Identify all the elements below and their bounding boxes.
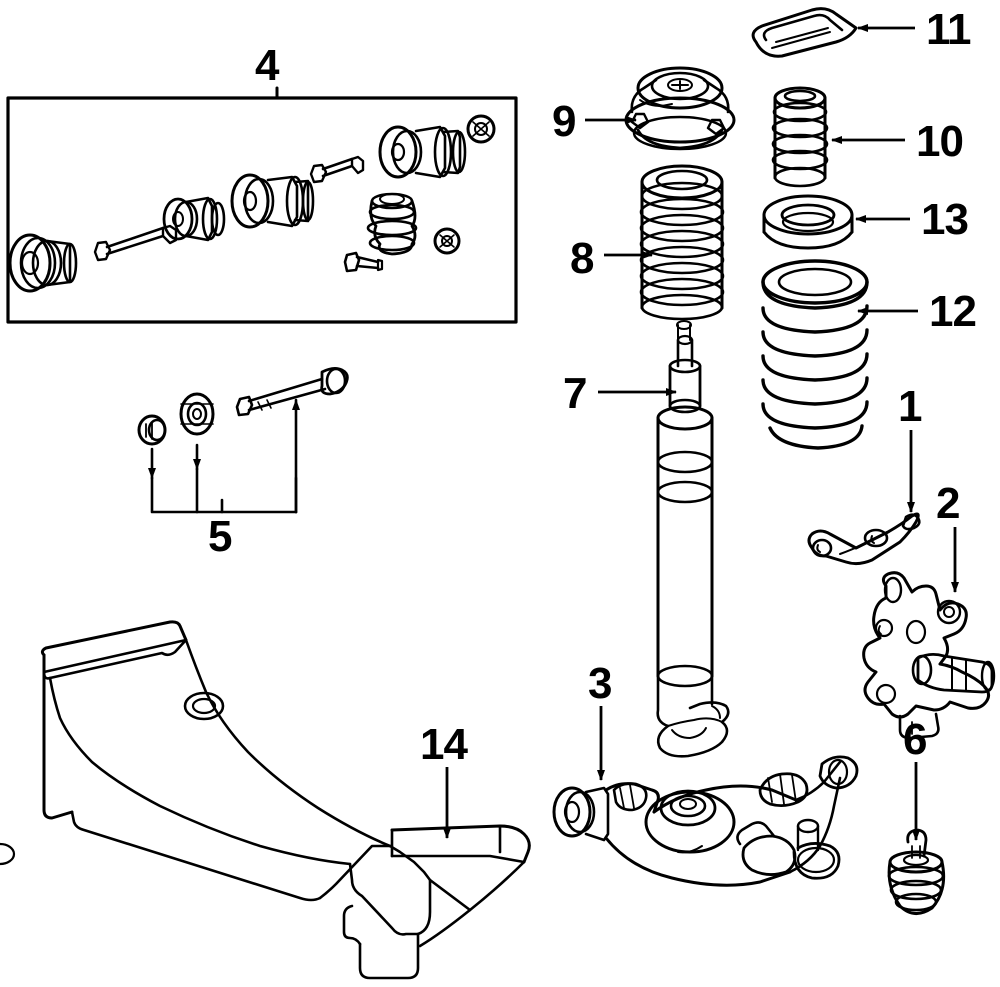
bolt-short-lower (343, 251, 384, 273)
steering-knuckle (862, 571, 996, 740)
spring-seat-insulator (762, 194, 854, 250)
nut-top-right (466, 114, 496, 144)
callout-5: 5 (208, 512, 233, 561)
rubber-bump-stop (366, 192, 418, 256)
leader-lines (443, 24, 959, 841)
front-suspension-crossmember (40, 620, 531, 980)
callout-9: 9 (552, 97, 577, 146)
callout-6: 6 (903, 715, 928, 764)
lower-ball-joint (887, 828, 946, 915)
pivot-bolt-short (309, 155, 365, 184)
bushing-left-outer (8, 233, 78, 293)
bushing-mid-large (230, 173, 315, 229)
washer-cam (179, 392, 215, 436)
pivot-bolt-long (93, 224, 178, 262)
group5-hardware (137, 367, 349, 514)
through-bolt-long (235, 367, 349, 417)
strut-upper-mount (624, 66, 736, 151)
callout-11: 11 (926, 5, 972, 54)
strut-mount-bracket (751, 7, 858, 58)
callout-10: 10 (916, 117, 964, 166)
callout-4: 4 (255, 41, 280, 90)
bushing-mid-small (162, 196, 226, 242)
strut-shock-absorber (656, 334, 730, 758)
nut-small (137, 414, 167, 446)
front-lower-control-arm (0, 755, 859, 887)
nut-lower-right (433, 227, 461, 255)
callout-14: 14 (420, 720, 468, 769)
callout-7: 7 (563, 369, 588, 418)
front-upper-control-arm (807, 512, 921, 566)
callout-12: 12 (929, 287, 977, 336)
callout-13: 13 (921, 195, 969, 244)
bushing-right-large (378, 125, 467, 179)
callout-8: 8 (570, 234, 595, 283)
strut-dust-boot (639, 164, 725, 341)
jounce-bumper (771, 86, 829, 188)
bushing-kit-box (6, 86, 518, 324)
front-coil-spring (761, 259, 869, 450)
callout-3: 3 (588, 659, 613, 708)
callout-2: 2 (936, 479, 961, 528)
callout-1: 1 (898, 382, 923, 431)
